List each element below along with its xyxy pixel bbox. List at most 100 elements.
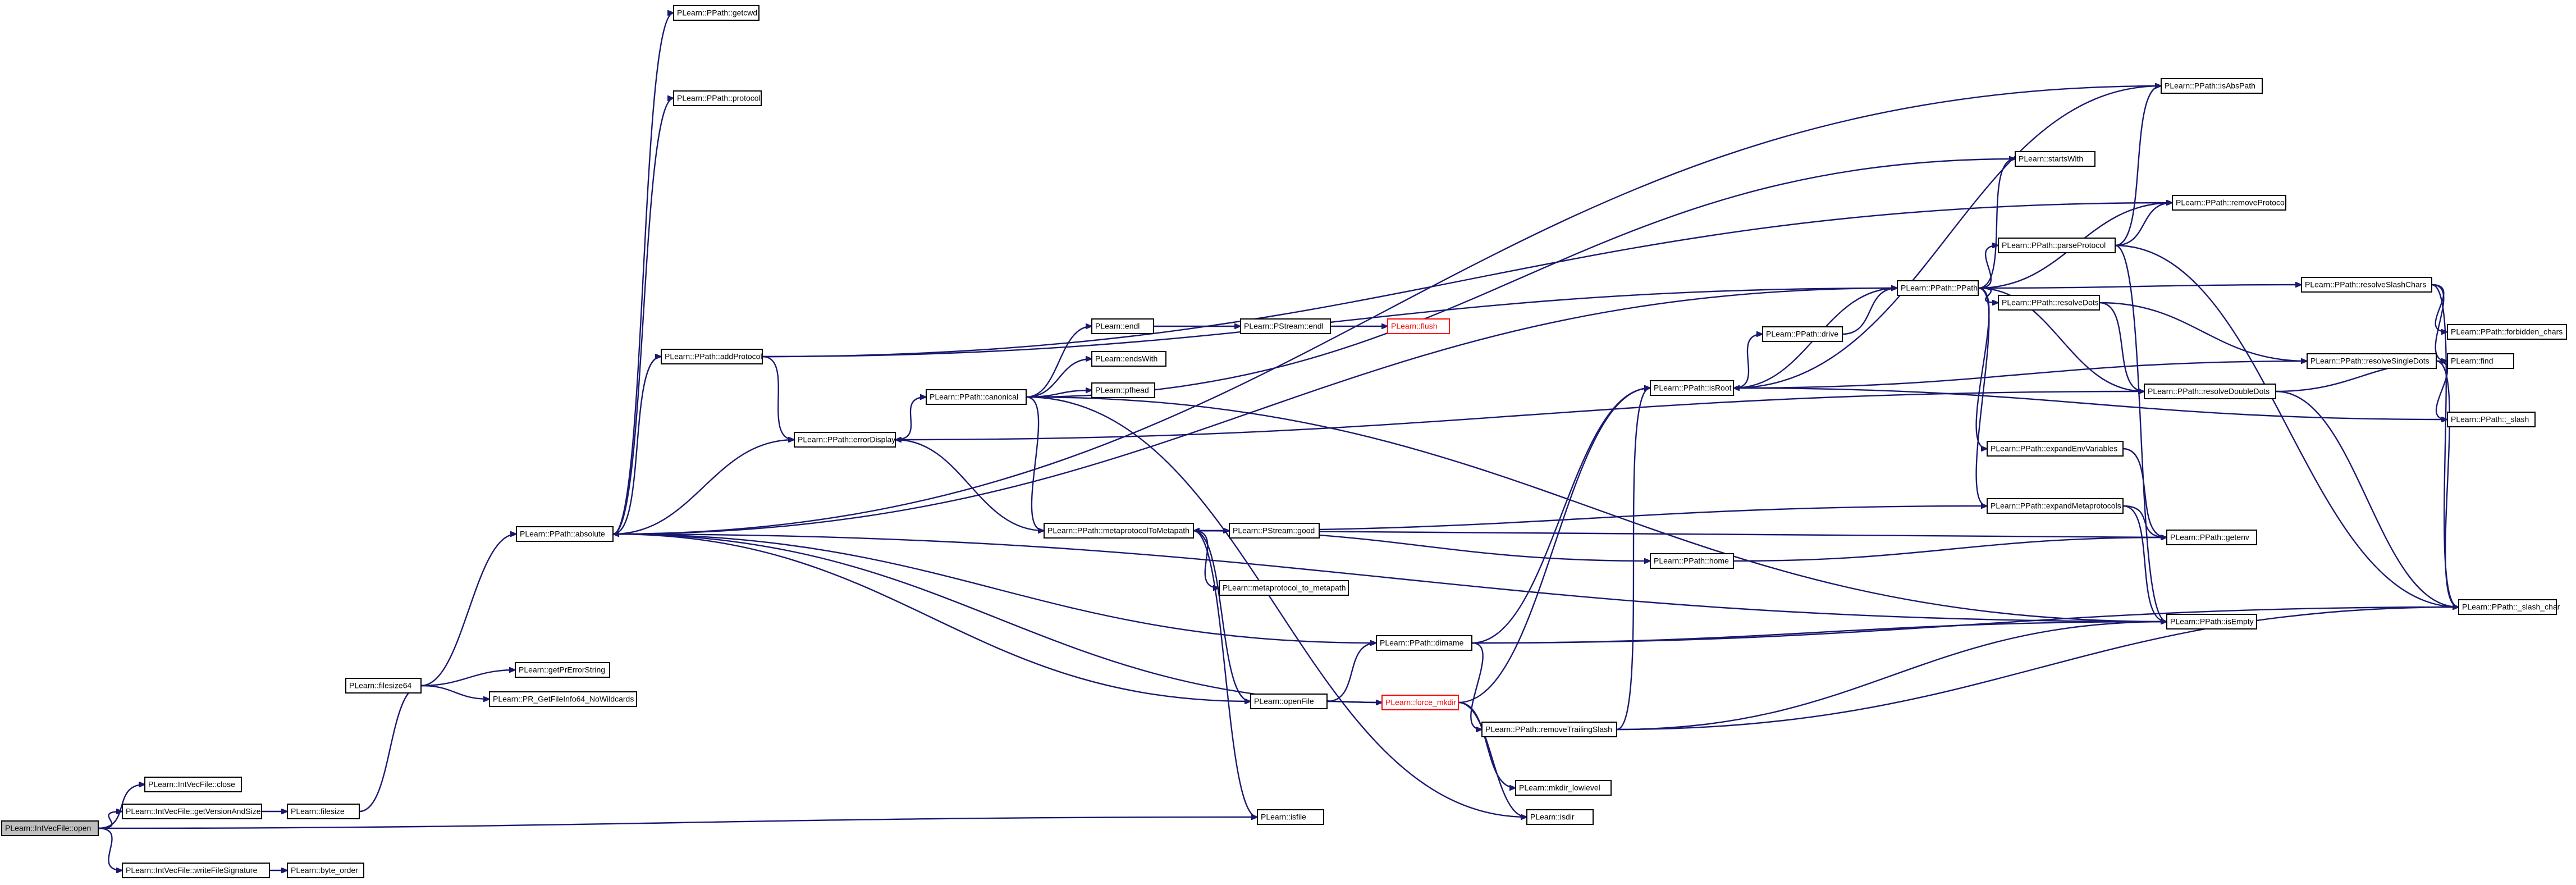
node-getver[interactable]: PLearn::IntVecFile::getVersionAndSize (122, 804, 262, 819)
edge-filesize64-to-prgetfile (420, 685, 489, 699)
node-pstreamendl[interactable]: PLearn::PStream::endl (1240, 318, 1331, 334)
node-addprotocol[interactable]: PLearn::PPath::addProtocol (661, 349, 763, 364)
node-label: PLearn::PPath::getcwd (677, 8, 757, 17)
node-open[interactable]: PLearn::IntVecFile::open (1, 820, 99, 836)
edge-resolvesingle-to-isroot (1733, 360, 2308, 388)
edge-canonical-to-metaprotocol (1026, 396, 1044, 531)
edge-canonical-to-startswith (1026, 159, 2015, 398)
node-isabspath[interactable]: PLearn::PPath::isAbsPath (2161, 78, 2263, 94)
node-box (1515, 780, 1612, 796)
edge-expandenv-to-getenv (2122, 448, 2167, 537)
edge-resolveslash-to-find (2431, 284, 2447, 361)
node-isroot[interactable]: PLearn::PPath::isRoot (1650, 380, 1734, 396)
node-forbidden[interactable]: PLearn::PPath::forbidden_chars (2447, 324, 2567, 340)
edge-absolute-to-isempty (612, 533, 2167, 622)
node-box (515, 662, 610, 678)
edge-openfile-to-dirname (1326, 643, 1376, 702)
node-forcemkdir[interactable]: PLearn::force_mkdir (1381, 695, 1459, 710)
node-mptm[interactable]: PLearn::metaprotocol_to_metapath (1219, 580, 1349, 596)
node-label: PLearn::filesize (291, 807, 345, 816)
node-flush[interactable]: PLearn::flush (1387, 318, 1450, 334)
node-errordisplay[interactable]: PLearn::PPath::errorDisplay (794, 432, 896, 448)
node-slashchar[interactable]: PLearn::PPath::_slash_char (2458, 599, 2560, 615)
edge-metaprotocol-to-errordisplay (895, 440, 1045, 532)
node-expandmeta[interactable]: PLearn::PPath::expandMetaprotocols (1987, 498, 2124, 514)
edge-absolute-to-ppath (612, 288, 1897, 535)
node-getcwd[interactable]: PLearn::PPath::getcwd (673, 5, 759, 21)
node-prgetfile[interactable]: PLearn::PR_GetFileInfo64_NoWildcards (489, 691, 637, 707)
node-parseprotocol[interactable]: PLearn::PPath::parseProtocol (1998, 238, 2116, 253)
node-startswith[interactable]: PLearn::startsWith (2015, 151, 2095, 167)
node-metaprotocol[interactable]: PLearn::PPath::metaprotocolToMetapath (1044, 523, 1194, 539)
node-label: PLearn::find (2451, 357, 2493, 366)
edge-parseprotocol-to-slashchar (2115, 244, 2459, 607)
node-writesig[interactable]: PLearn::IntVecFile::writeFileSignature (122, 863, 270, 878)
node-absolute[interactable]: PLearn::PPath::absolute (516, 526, 614, 542)
node-mkdirlowlevel[interactable]: PLearn::mkdir_lowlevel (1515, 780, 1612, 796)
node-protocol[interactable]: PLearn::PPath::protocol (673, 90, 762, 106)
edge-absolute-to-isabspath (612, 86, 2161, 535)
node-canonical[interactable]: PLearn::PPath::canonical (926, 389, 1027, 405)
node-drive[interactable]: PLearn::PPath::drive (1762, 326, 1843, 342)
node-box (1250, 694, 1328, 709)
node-endswith[interactable]: PLearn::endsWith (1091, 351, 1166, 367)
node-box (1481, 722, 1617, 737)
edge-ppath-to-resolvedouble (1978, 287, 2144, 391)
node-label: PLearn::PPath::resolveSlashChars (2305, 280, 2426, 289)
edge-open-to-close (98, 784, 145, 829)
node-removetrailing[interactable]: PLearn::PPath::removeTrailingSlash (1481, 722, 1617, 737)
node-filesize[interactable]: PLearn::filesize (287, 804, 360, 819)
node-slash[interactable]: PLearn::PPath::_slash (2447, 412, 2536, 427)
node-box (144, 777, 242, 792)
node-find[interactable]: PLearn::find (2447, 353, 2514, 369)
node-filesize64[interactable]: PLearn::filesize64 (345, 678, 422, 694)
edge-dirname-to-absolute (613, 534, 1377, 644)
edge-expandmeta-to-metaprotocol (1193, 505, 1988, 531)
edge-ppath-to-startswith (1978, 159, 2015, 289)
edge-ppath-to-expandmeta (1975, 287, 1990, 506)
node-box (1762, 326, 1843, 342)
node-isdir[interactable]: PLearn::isdir (1526, 809, 1594, 825)
node-box (1387, 318, 1450, 334)
node-box (2144, 384, 2276, 399)
node-label: PLearn::IntVecFile::writeFileSignature (126, 866, 257, 875)
node-resolvedouble[interactable]: PLearn::PPath::resolveDoubleDots (2144, 384, 2276, 399)
edge-absolute-to-addprotocol (612, 357, 661, 535)
node-ppath[interactable]: PLearn::PPath::PPath (1897, 280, 1979, 296)
node-label: PLearn::PR_GetFileInfo64_NoWildcards (493, 695, 634, 704)
node-label: PLearn::flush (1391, 322, 1438, 331)
node-resolvesingle[interactable]: PLearn::PPath::resolveSingleDots (2307, 353, 2437, 369)
node-good[interactable]: PLearn::PStream::good (1229, 523, 1320, 539)
edge-filesize-to-filesize64 (359, 686, 421, 813)
edge-open-to-writesig (98, 827, 122, 870)
node-getenv[interactable]: PLearn::PPath::getenv (2166, 530, 2257, 545)
node-endl[interactable]: PLearn::endl (1091, 318, 1154, 334)
node-box (2447, 324, 2567, 340)
node-box (1998, 295, 2100, 311)
node-byteorder[interactable]: PLearn::byte_order (287, 863, 364, 878)
node-expandenv[interactable]: PLearn::PPath::expandEnvVariables (1987, 441, 2124, 457)
node-isempty[interactable]: PLearn::PPath::isEmpty (2166, 614, 2257, 629)
node-removeprotocol[interactable]: PLearn::PPath::removeProtocol (2172, 195, 2286, 211)
node-label: PLearn::PPath::_slash_char (2462, 603, 2560, 612)
edge-parseprotocol-to-removeprotocol (2115, 203, 2172, 247)
node-close[interactable]: PLearn::IntVecFile::close (144, 777, 242, 792)
edge-errordisplay-to-canonical (895, 397, 926, 441)
node-box (2161, 78, 2263, 94)
node-openfile[interactable]: PLearn::openFile (1250, 694, 1328, 709)
node-getprerr[interactable]: PLearn::getPrErrorString (515, 662, 610, 678)
edge-ppath-to-parseprotocol (1978, 245, 1998, 289)
node-dirname[interactable]: PLearn::PPath::dirname (1376, 635, 1472, 651)
node-resolveslash[interactable]: PLearn::PPath::resolveSlashChars (2301, 277, 2432, 293)
edge-home-to-getenv (1733, 537, 2167, 562)
node-home[interactable]: PLearn::PPath::home (1650, 553, 1734, 569)
node-isfile[interactable]: PLearn::isfile (1257, 809, 1324, 825)
node-box (122, 863, 270, 878)
node-label: PLearn::byte_order (291, 866, 358, 875)
edge-canonical-to-endswith (1026, 359, 1092, 398)
node-pfhead[interactable]: PLearn::pfhead (1091, 382, 1155, 398)
node-resolvedots[interactable]: PLearn::PPath::resolveDots (1998, 295, 2100, 311)
node-label: PLearn::PPath::resolveDots (2002, 298, 2099, 307)
node-box (673, 90, 762, 106)
